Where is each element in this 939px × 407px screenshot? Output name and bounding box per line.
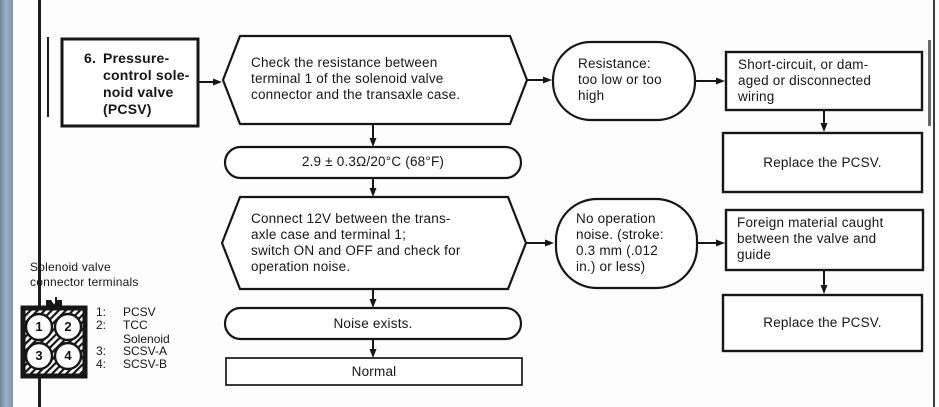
legend-num-4: 4: bbox=[96, 357, 107, 371]
legend-label-1: PCSV bbox=[123, 305, 156, 319]
remedy1-box-shape bbox=[721, 131, 924, 194]
terminal-4-circle bbox=[53, 341, 83, 371]
result2-text: No operation noise. (stroke: 0.3 mm (.01… bbox=[576, 211, 664, 274]
legend-row-2: 2: TCC Solenoid bbox=[96, 318, 170, 346]
terminal-2-number: 2 bbox=[64, 319, 72, 334]
terminal-1-number: 1 bbox=[35, 319, 43, 334]
legend-label-4: SCSV-B bbox=[123, 357, 168, 371]
legend-num-1: 1: bbox=[96, 305, 107, 319]
spec1-text: 2.9 ± 0.3Ω/20°C (68°F) bbox=[301, 154, 445, 169]
legend-label-2: TCC Solenoid bbox=[123, 318, 170, 346]
ok1-text: Noise exists. bbox=[333, 316, 413, 331]
page-edge-strip bbox=[0, 0, 13, 407]
check1-hexagon-shape bbox=[221, 34, 529, 126]
remedy2-box-shape bbox=[721, 293, 924, 353]
cause2-text: Foreign material caught between the valv… bbox=[737, 215, 884, 262]
legend-num-2: 2: bbox=[96, 318, 107, 332]
terminal-3-number: 3 bbox=[35, 348, 43, 363]
terminal-3-circle bbox=[24, 341, 54, 371]
cause1-text: Short-circuit, or dam- aged or disconnec… bbox=[738, 57, 872, 104]
step-number: 6. bbox=[84, 50, 97, 66]
step-title: Pressure- control sole- noid valve (PCSV… bbox=[103, 50, 190, 117]
legend-num-3: 3: bbox=[96, 344, 107, 358]
step-box-shape bbox=[60, 37, 200, 128]
cause2-box-shape bbox=[724, 208, 925, 272]
remedy2-text: Replace the PCSV. bbox=[763, 315, 882, 330]
revision-bar-step bbox=[47, 37, 49, 117]
legend-row-1: 1: PCSV bbox=[96, 305, 156, 320]
terminal-2-circle bbox=[53, 312, 83, 342]
flow-arrows bbox=[199, 76, 828, 358]
result1-text: Resistance: too low or too high bbox=[578, 56, 662, 103]
check2-hexagon-shape bbox=[220, 195, 528, 291]
page-border-left bbox=[38, 0, 41, 407]
remedy1-text: Replace the PCSV. bbox=[763, 155, 882, 170]
revision-bar-right bbox=[928, 40, 931, 126]
final-box-shape bbox=[225, 357, 523, 386]
check1-text: Check the resistance between terminal 1 … bbox=[251, 55, 461, 102]
legend-label-3: SCSV-A bbox=[123, 344, 168, 358]
connector-label: Solenoid valve connector terminals bbox=[30, 260, 139, 289]
page-border-right bbox=[933, 0, 935, 407]
legend-row-3: 3: SCSV-A bbox=[96, 344, 168, 359]
terminal-4-number: 4 bbox=[64, 348, 72, 363]
connector-diagram bbox=[20, 300, 88, 379]
final-text: Normal bbox=[351, 364, 397, 379]
check2-text: Connect 12V between the trans- axle case… bbox=[251, 211, 461, 274]
terminal-1-circle bbox=[24, 312, 54, 342]
legend-row-4: 4: SCSV-B bbox=[96, 357, 168, 372]
